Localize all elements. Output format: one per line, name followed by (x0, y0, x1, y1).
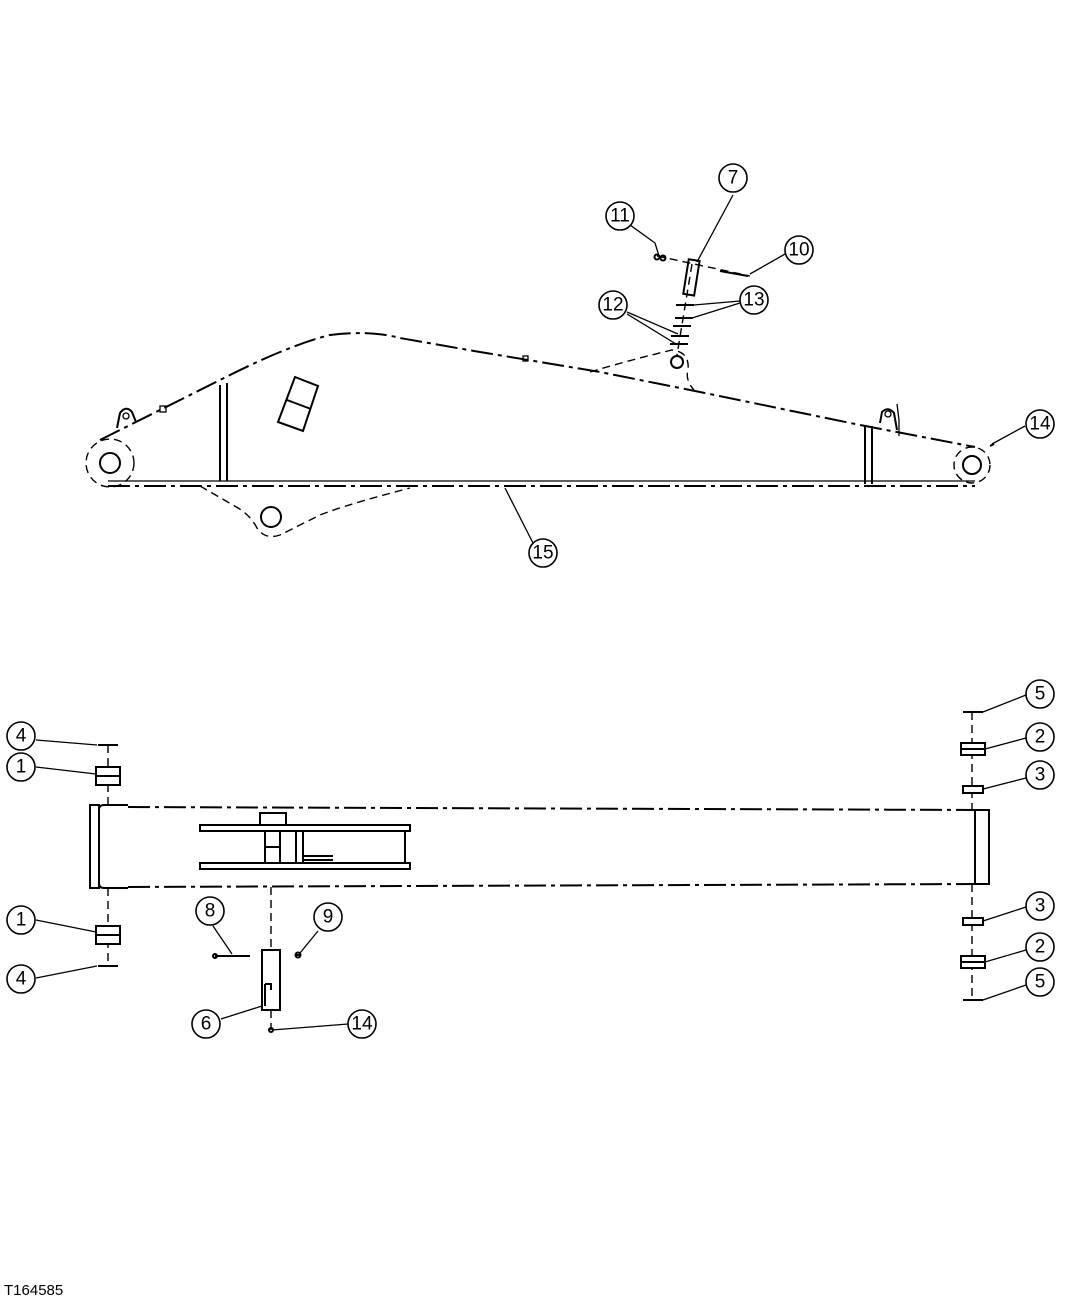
callout-5-top: 5 (1025, 679, 1055, 709)
svg-text:1: 1 (16, 757, 27, 778)
right-pivot-bore (962, 455, 982, 475)
callout-15: 15 (528, 538, 558, 568)
callout-7: 7 (718, 163, 748, 193)
callout-12: 12 (598, 290, 628, 320)
arm-top-view-bottom-edge (127, 883, 976, 888)
left-pivot-boss (85, 438, 135, 488)
svg-text:13: 13 (743, 290, 764, 311)
callout-14: 14 (1025, 409, 1055, 439)
arm-side-view (85, 253, 995, 538)
svg-text:11: 11 (610, 206, 630, 227)
callout-2-top: 2 (1025, 722, 1055, 752)
svg-text:10: 10 (788, 240, 809, 261)
svg-text:2: 2 (1035, 937, 1046, 958)
side-view-leaders (504, 194, 1026, 544)
svg-text:9: 9 (323, 907, 334, 928)
callout-1-top: 1 (6, 752, 36, 782)
svg-text:8: 8 (205, 901, 216, 922)
inspection-plate (276, 375, 320, 433)
callout-3-top: 3 (1025, 760, 1055, 790)
center-bracket (199, 812, 411, 870)
shim-part-12 (670, 335, 689, 345)
svg-text:4: 4 (16, 969, 27, 990)
svg-text:3: 3 (1035, 896, 1046, 917)
cylinder-bracket-hole (670, 355, 684, 369)
svg-text:12: 12 (602, 295, 623, 316)
callout-13: 13 (739, 285, 769, 315)
link-part-6 (261, 949, 281, 1011)
callout-5-bottom: 5 (1025, 967, 1055, 997)
svg-text:2: 2 (1035, 727, 1046, 748)
callout-2-bottom: 2 (1025, 932, 1055, 962)
svg-text:4: 4 (16, 726, 27, 747)
callout-3-bottom: 3 (1025, 891, 1055, 921)
shim-part-13 (673, 304, 694, 327)
callout-11: 11 (605, 201, 635, 231)
top-view-leaders (35, 694, 1027, 1031)
callout-9: 9 (313, 902, 343, 932)
svg-text:15: 15 (532, 543, 553, 564)
svg-text:7: 7 (728, 168, 739, 189)
svg-text:5: 5 (1035, 684, 1046, 705)
svg-text:3: 3 (1035, 765, 1046, 786)
svg-text:14: 14 (1029, 414, 1051, 435)
right-top-lug (879, 408, 898, 431)
callout-4-bottom: 4 (6, 964, 36, 994)
figure-id-label: T164585 (4, 1282, 64, 1299)
svg-text:14: 14 (351, 1014, 373, 1035)
svg-text:1: 1 (16, 910, 27, 931)
callout-14-top-view: 14 (347, 1009, 377, 1039)
arm-top-view (89, 711, 990, 1033)
bottom-bracket (199, 485, 411, 538)
callout-1-bottom: 1 (6, 905, 36, 935)
left-end-plate (89, 804, 100, 889)
svg-text:5: 5 (1035, 972, 1046, 993)
arm-top-edge (99, 332, 976, 448)
arm-top-view-top-edge (127, 806, 976, 811)
pin-part-10 (719, 270, 749, 277)
left-brace (219, 383, 228, 481)
cylinder-bracket (589, 349, 695, 391)
callout-10: 10 (784, 235, 814, 265)
right-brace (864, 425, 873, 484)
left-top-lug (116, 407, 137, 429)
right-pivot-boss (953, 446, 991, 484)
callout-8: 8 (195, 896, 225, 926)
callout-4-top: 4 (6, 721, 36, 751)
right-shim-3-bottom (962, 917, 984, 926)
right-end-plate (974, 809, 990, 885)
callout-6: 6 (191, 1009, 221, 1039)
pin-part-7 (682, 258, 701, 297)
left-pivot-bore (99, 452, 121, 474)
bottom-bracket-hole (260, 506, 282, 528)
svg-text:6: 6 (201, 1014, 212, 1035)
right-shim-3-top (962, 785, 984, 794)
